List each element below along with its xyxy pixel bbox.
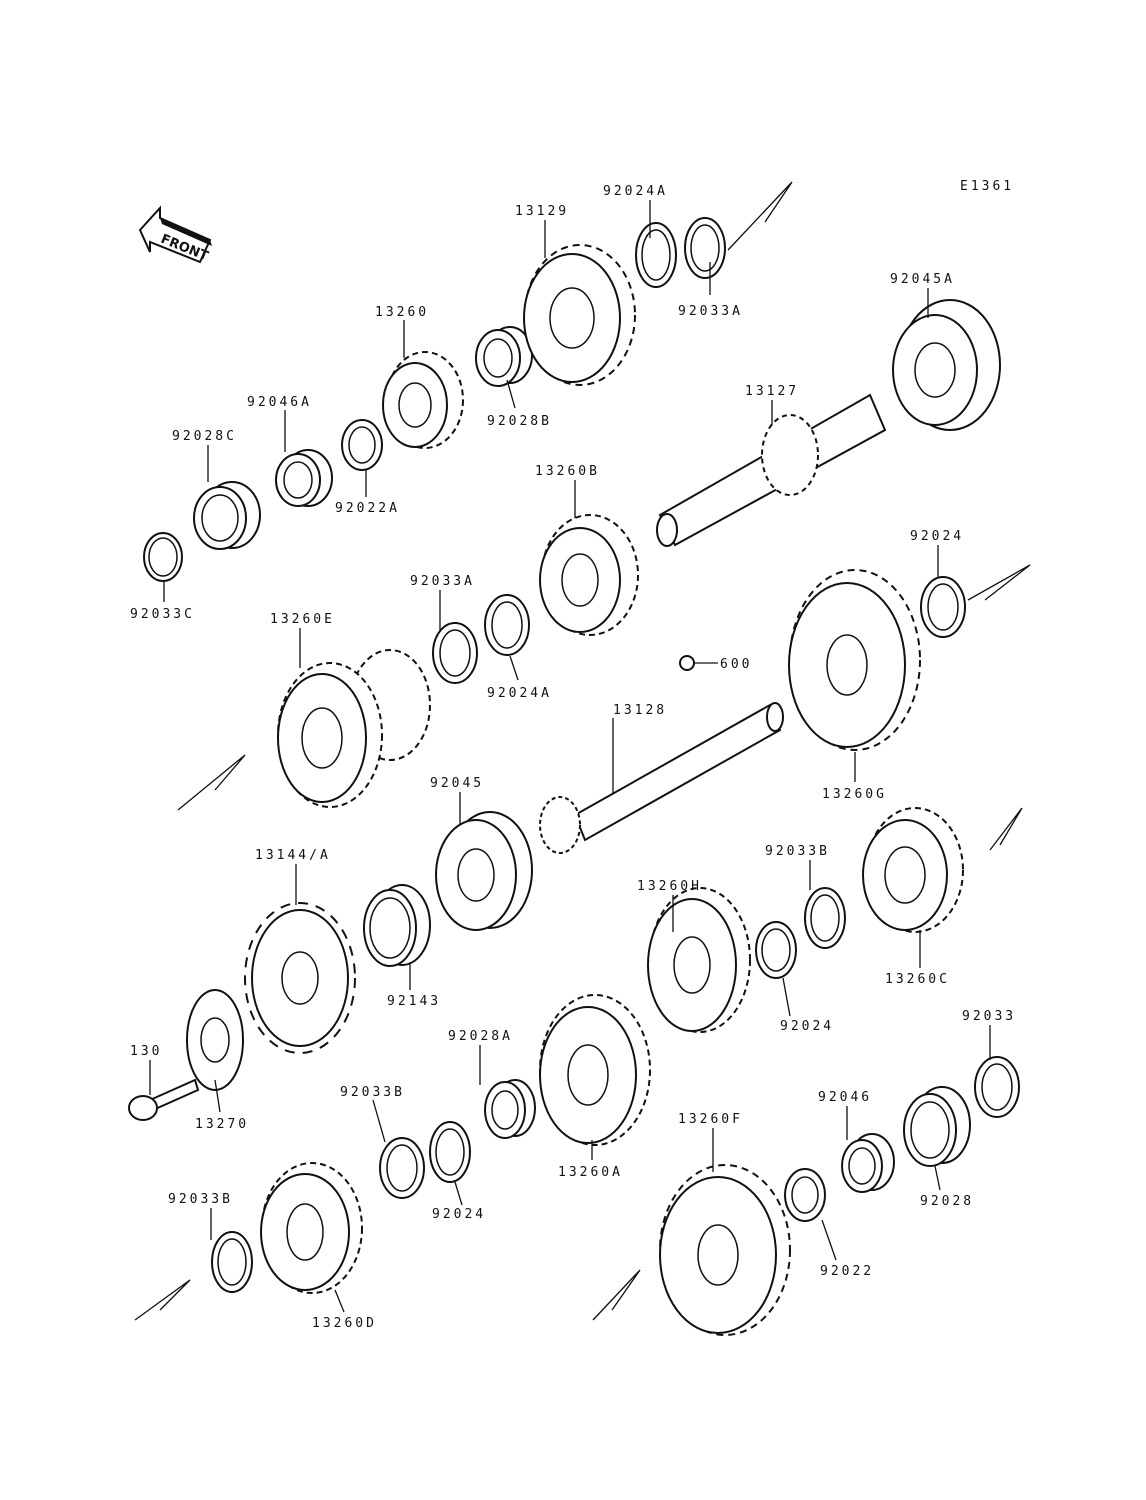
gear-13260: [382, 351, 464, 449]
gear-13260A: [539, 994, 651, 1146]
part-label-92033C: 92033C: [130, 607, 195, 622]
circlip-92033A-top: [684, 217, 726, 279]
collar-92028C: [193, 481, 261, 550]
part-label-92024: 92024: [780, 1019, 834, 1034]
gear-13260H: [647, 887, 751, 1033]
circlip-92033B-left: [211, 1231, 253, 1293]
part-label-92022: 92022: [820, 1264, 874, 1279]
part-label-13144A: 13144/A: [255, 848, 331, 863]
circlip-92033A-mid: [432, 622, 478, 684]
circlip-92033C: [143, 532, 183, 582]
part-label-13260B: 13260B: [535, 464, 600, 479]
part-label-92046: 92046: [818, 1090, 872, 1105]
bearing-92045A: [892, 299, 1001, 431]
bushing-92028B: [475, 326, 533, 387]
part-label-13260F: 13260F: [678, 1112, 743, 1127]
shaft-13128: [539, 702, 784, 854]
part-label-92028A: 92028A: [448, 1029, 513, 1044]
gear-13260B: [539, 514, 639, 636]
part-label-92143: 92143: [387, 994, 441, 1009]
part-label-13127: 13127: [745, 384, 799, 399]
gear-13260D: [260, 1162, 363, 1294]
part-label-92045: 92045: [430, 776, 484, 791]
diagram-code: E1361: [960, 179, 1014, 194]
ring-92024-mid: [755, 921, 797, 979]
part-label-92033A: 92033A: [410, 574, 475, 589]
part-label-92033B: 92033B: [340, 1085, 405, 1100]
part-label-13260G: 13260G: [822, 787, 887, 802]
part-label-13260C: 13260C: [885, 972, 950, 987]
part-label-92024A: 92024A: [603, 184, 668, 199]
part-label-13260E: 13260E: [270, 612, 335, 627]
collar-92028: [903, 1086, 971, 1167]
part-label-92024A: 92024A: [487, 686, 552, 701]
part-label-13270: 13270: [195, 1117, 249, 1132]
part-label-92046A: 92046A: [247, 395, 312, 410]
ring-92024-low: [429, 1121, 471, 1183]
part-label-13128: 13128: [613, 703, 667, 718]
collar-92143: [363, 884, 431, 967]
lock-plate-13270: [186, 989, 244, 1091]
part-label-13260A: 13260A: [558, 1165, 623, 1180]
part-label-13260: 13260: [375, 305, 429, 320]
washer-92022: [784, 1168, 826, 1222]
gear-13260F: [659, 1164, 791, 1336]
part-label-92028: 92028: [920, 1194, 974, 1209]
part-label-13260H: 13260H: [637, 879, 702, 894]
part-label-92028B: 92028B: [487, 414, 552, 429]
gear-13260E: [277, 649, 431, 808]
part-label-92022A: 92022A: [335, 501, 400, 516]
assembly-axis-lines: [134, 181, 1031, 1321]
circlip-92033: [974, 1056, 1020, 1118]
washer-92022A: [341, 419, 383, 471]
part-label-92024: 92024: [432, 1207, 486, 1222]
bushing-92028A: [484, 1079, 536, 1139]
circlip-92033B-mid: [379, 1137, 425, 1199]
part-label-130: 130: [130, 1044, 162, 1059]
part-label-92033A: 92033A: [678, 304, 743, 319]
ring-92024-right: [920, 576, 966, 638]
part-label-13129: 13129: [515, 204, 569, 219]
bolt-130: [128, 1078, 200, 1121]
gear-13260G: [788, 569, 921, 751]
circlip-92033B-right: [804, 887, 846, 949]
needle-bearing-92046: [841, 1133, 895, 1193]
part-label-600: 600: [720, 657, 752, 672]
ring-92024A-mid: [484, 594, 530, 656]
leader-lines: [149, 200, 991, 1313]
sprocket-13144A: [244, 902, 356, 1054]
bearing-92045: [435, 811, 533, 931]
part-label-92028C: 92028C: [172, 429, 237, 444]
gear-13260C: [862, 807, 964, 933]
ring-92024A-top: [635, 222, 677, 288]
gear-13129: [523, 244, 636, 386]
shaft-13127: [656, 393, 887, 547]
needle-bearing-92046A: [275, 449, 333, 507]
part-label-92033: 92033: [962, 1009, 1016, 1024]
front-arrow-icon: FRONT: [138, 205, 212, 264]
part-label-92045A: 92045A: [890, 272, 955, 287]
steel-ball-600: [679, 655, 718, 671]
part-label-92033B: 92033B: [168, 1192, 233, 1207]
part-label-92024: 92024: [910, 529, 964, 544]
part-label-13260D: 13260D: [312, 1316, 377, 1331]
part-label-92033B: 92033B: [765, 844, 830, 859]
